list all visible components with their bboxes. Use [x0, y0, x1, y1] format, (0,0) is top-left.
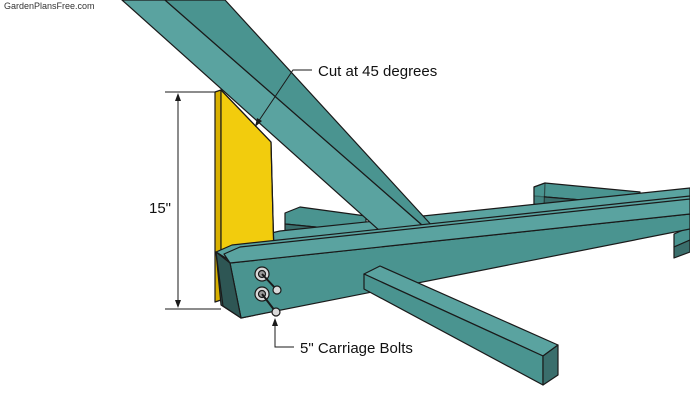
bolts-leader	[272, 318, 294, 348]
bolts-label: 5" Carriage Bolts	[300, 340, 413, 357]
height-label: 15"	[149, 200, 171, 217]
front-foot-beam	[363, 265, 559, 386]
source-credit: GardenPlansFree.com	[4, 1, 95, 11]
front-rail-face	[215, 198, 690, 319]
cut-leader	[255, 69, 312, 127]
cut-label: Cut at 45 degrees	[318, 63, 437, 80]
height-dimension	[165, 91, 221, 310]
right-end-beam	[673, 226, 690, 259]
carriage-bolt-1	[254, 266, 282, 295]
carriage-bolt-2	[254, 286, 281, 317]
